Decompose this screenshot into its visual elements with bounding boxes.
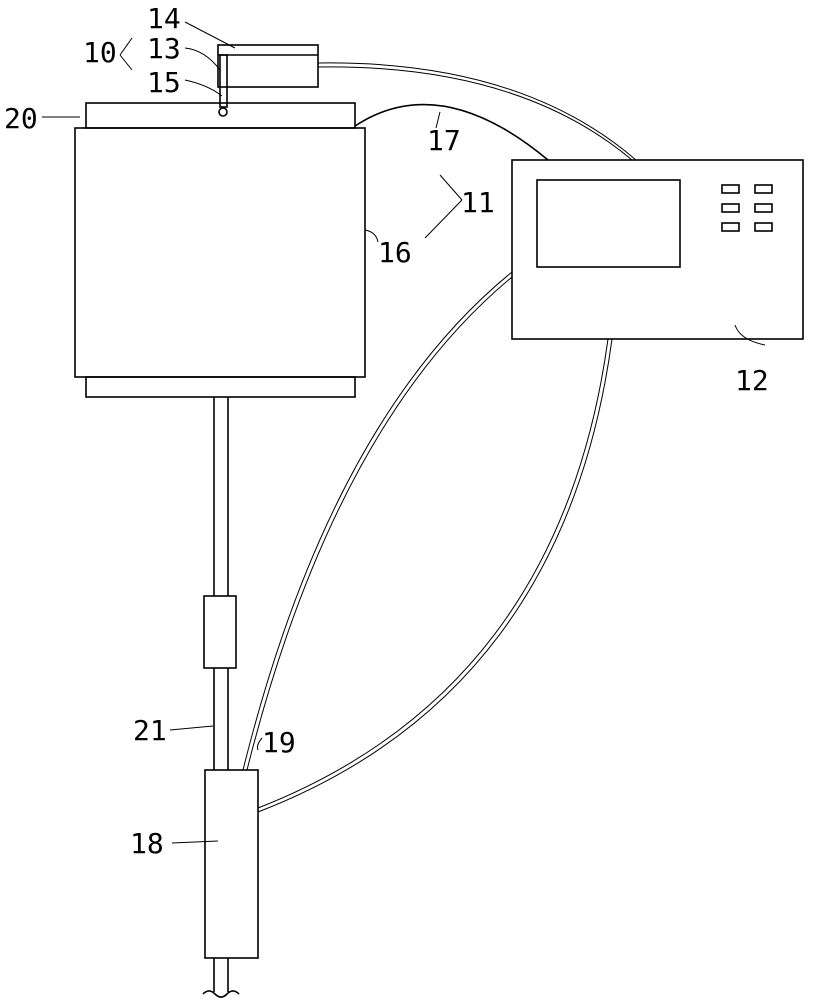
probe-tip-15 xyxy=(218,107,228,117)
container-base xyxy=(85,376,356,398)
probe-rod-13 xyxy=(219,54,228,108)
label-20: 20 xyxy=(4,102,38,135)
label-16: 16 xyxy=(378,236,412,269)
label-11: 11 xyxy=(461,186,495,219)
label-21: 21 xyxy=(133,714,167,747)
label-18: 18 xyxy=(130,827,164,860)
controller-buttons xyxy=(721,184,773,232)
cables xyxy=(242,62,637,813)
label-12: 12 xyxy=(735,364,769,397)
controller-12 xyxy=(511,159,804,340)
device-18 xyxy=(204,769,259,959)
leader-lines xyxy=(42,21,766,844)
label-19: 19 xyxy=(262,726,296,759)
label-17: 17 xyxy=(427,124,461,157)
label-14: 14 xyxy=(147,2,181,35)
controller-screen xyxy=(536,179,681,268)
label-10: 10 xyxy=(83,36,117,69)
pipe-coupling xyxy=(203,595,237,669)
container-16 xyxy=(74,127,366,378)
sensor-box-14 xyxy=(217,44,319,88)
pipe-break-mark xyxy=(202,990,240,998)
label-13: 13 xyxy=(147,32,181,65)
label-15: 15 xyxy=(147,66,181,99)
